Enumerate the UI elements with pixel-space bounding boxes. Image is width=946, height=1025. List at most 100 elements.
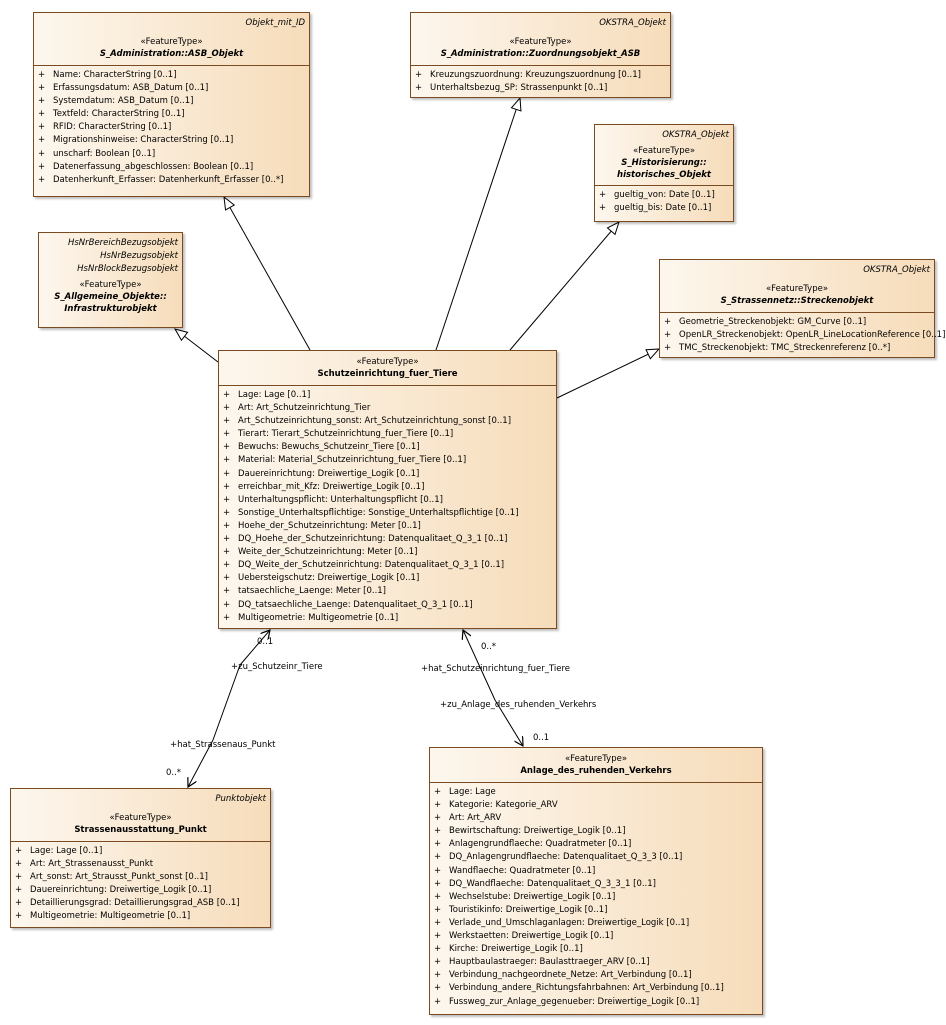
generalization-zuordnung xyxy=(435,98,520,351)
attribute-row: +DQ_Hoehe_der_Schutzeinrichtung: Datenqu… xyxy=(223,534,508,545)
assoc-anlage-role-top: +hat_Schutzeinrichtung_fuer_Tiere xyxy=(421,664,570,674)
generalization-historisch xyxy=(509,222,619,351)
generalization-infrastruktur xyxy=(175,329,219,363)
attribute-row: +Multigeometrie: Multigeometrie [0..1] xyxy=(15,911,191,922)
attribute-row: +Systemdatum: ASB_Datum [0..1] xyxy=(38,96,194,107)
class-stereotype: «FeatureType» xyxy=(765,284,829,294)
assoc-anlage-mult-top: 0..* xyxy=(481,642,497,652)
class-tag: HsNrBezugsobjekt xyxy=(100,251,178,261)
class-tag: OKSTRA_Objekt xyxy=(662,130,729,140)
attribute-row: +Art: Art_Strassenausst_Punkt xyxy=(15,859,154,870)
class-name: Anlage_des_ruhenden_Verkehrs xyxy=(520,766,672,776)
attribute-list: +Geometrie_Streckenobjekt: GM_Curve [0..… xyxy=(660,313,946,358)
attribute-row: +Dauereinrichtung: Dreiwertige_Logik [0.… xyxy=(223,468,420,479)
attribute-row: +Tierart: Tierart_Schutzeinrichtung_fuer… xyxy=(223,429,454,440)
attribute-row: +Verlade_und_Umschlaganlagen: Dreiwertig… xyxy=(434,917,690,928)
attribute-row: +Art: Art_ARV xyxy=(434,813,502,824)
attribute-row: +Migrationshinweise: CharacterString [0.… xyxy=(38,135,234,146)
attribute-row: +Kategorie: Kategorie_ARV xyxy=(434,800,558,811)
attribute-row: +Erfassungsdatum: ASB_Datum [0..1] xyxy=(38,83,209,94)
attribute-row: +Unterhaltsbezug_SP: Strassenpunkt [0..1… xyxy=(415,83,608,94)
class-name: S_Administration::Zuordnungsobjekt_ASB xyxy=(440,49,641,59)
attribute-row: +OpenLR_Streckenobjekt: OpenLR_LineLocat… xyxy=(664,330,946,341)
class-name: S_Administration::ASB_Objekt xyxy=(99,49,244,59)
attribute-row: +Name: CharacterString [0..1] xyxy=(38,70,177,80)
class-strassenausstattung-punkt[interactable]: Punktobjekt «FeatureType» Strassenaussta… xyxy=(10,788,271,928)
attribute-list: +Lage: Lage [0..1] +Art: Art_Strassenaus… xyxy=(11,842,270,927)
attribute-row: +gueltig_von: Date [0..1] xyxy=(599,190,715,200)
class-tag: Objekt_mit_ID xyxy=(245,18,305,28)
assoc-punkt-end-top xyxy=(239,630,270,666)
attribute-row: +TMC_Streckenobjekt: TMC_Streckenreferen… xyxy=(664,343,891,354)
class-name-line-1: S_Allgemeine_Objekte:: xyxy=(54,292,167,302)
attribute-row: +Bewirtschaftung: Dreiwertige_Logik [0..… xyxy=(434,826,626,837)
attribute-row: +DQ_tatsaechliche_Laenge: Datenqualitaet… xyxy=(223,599,473,610)
class-stereotype: «FeatureType» xyxy=(509,37,572,47)
class-anlage-des-ruhenden-verkehrs[interactable]: «FeatureType» Anlage_des_ruhenden_Verkeh… xyxy=(429,747,763,1015)
assoc-punkt-mult-top: 0..1 xyxy=(257,637,274,647)
attribute-row: +Weite_der_Schutzeinrichtung: Meter [0..… xyxy=(223,547,418,558)
class-name: Strassenausstattung_Punkt xyxy=(74,825,207,835)
attribute-row: +Detaillierungsgrad: Detaillierungsgrad_… xyxy=(15,898,240,909)
attribute-row: +DQ_Wandflaeche: Datenqualitaet_Q_3_3_1 … xyxy=(434,878,656,889)
attribute-row: +Wechselstube: Dreiwertige_Logik [0..1] xyxy=(434,891,616,902)
attribute-row: +Verbindung_andere_Richtungsfahrbahnen: … xyxy=(434,983,724,994)
class-stereotype: «FeatureType» xyxy=(109,813,172,823)
class-stereotype: «FeatureType» xyxy=(79,280,142,290)
class-stereotype: «FeatureType» xyxy=(632,146,696,156)
class-tag: HsNrBereichBezugsobjekt xyxy=(67,238,178,248)
attribute-row: +Unterhaltungspflicht: Unterhaltungspfli… xyxy=(223,494,443,505)
attribute-row: +Sonstige_Unterhaltspflichtige: Sonstige… xyxy=(223,507,519,518)
class-name: Schutzeinrichtung_fuer_Tiere xyxy=(317,369,458,379)
assoc-anlage-end-top xyxy=(463,630,496,701)
class-zuordnungsobjekt-asb[interactable]: OKSTRA_Objekt «FeatureType» S_Administra… xyxy=(410,12,671,98)
class-stereotype: «FeatureType» xyxy=(356,357,419,367)
class-name: S_Strassennetz::Streckenobjekt xyxy=(720,296,874,306)
attribute-row: +erreichbar_mit_Kfz: Dreiwertige_Logik [… xyxy=(223,481,425,492)
class-name-line-2: historisches_Objekt xyxy=(617,170,711,180)
attribute-row: +Kirche: Dreiwertige_Logik [0..1] xyxy=(434,944,583,955)
class-streckenobjekt[interactable]: OKSTRA_Objekt «FeatureType» S_Strassenne… xyxy=(659,259,946,358)
attribute-row: +Lage: Lage [0..1] xyxy=(15,846,103,856)
generalization-asb xyxy=(224,197,311,351)
class-tag: Punktobjekt xyxy=(215,794,266,804)
class-tag: OKSTRA_Objekt xyxy=(599,18,666,28)
attribute-row: +Verbindung_nachgeordnete_Netze: Art_Ver… xyxy=(434,970,692,981)
assoc-punkt-mult-bottom: 0..* xyxy=(166,768,182,778)
attribute-list: +Lage: Lage [0..1] +Art: Art_Schutzeinri… xyxy=(219,386,556,628)
attribute-list: +Name: CharacterString [0..1] +Erfassung… xyxy=(34,66,309,190)
attribute-row: +Datenherkunft_Erfasser: Datenherkunft_E… xyxy=(38,174,284,185)
attribute-row: +Art_sonst: Art_Strausst_Punkt_sonst [0.… xyxy=(15,872,208,883)
attribute-row: +Lage: Lage [0..1] xyxy=(223,390,311,400)
attribute-row: +Material: Material_Schutzeinrichtung_fu… xyxy=(223,455,467,466)
class-tag: HsNrBlockBezugsobjekt xyxy=(77,264,178,274)
attribute-row: +Wandflaeche: Quadratmeter [0..1] xyxy=(434,865,596,876)
attribute-row: +Uebersteigschutz: Dreiwertige_Logik [0.… xyxy=(223,573,420,584)
class-name-line-1: S_Historisierung:: xyxy=(621,158,707,168)
class-name-line-2: Infrastrukturobjekt xyxy=(64,304,157,314)
attribute-row: +unscharf: Boolean [0..1] xyxy=(38,148,156,159)
attribute-list: +gueltig_von: Date [0..1] +gueltig_bis: … xyxy=(595,186,733,218)
attribute-row: +Textfeld: CharacterString [0..1] xyxy=(38,109,185,120)
attribute-row: +gueltig_bis: Date [0..1] xyxy=(599,203,712,214)
attribute-row: +Art: Art_Schutzeinrichtung_Tier xyxy=(223,403,371,414)
attribute-row: +Geometrie_Streckenobjekt: GM_Curve [0..… xyxy=(664,317,867,327)
attribute-row: +Dauereinrichtung: Dreiwertige_Logik [0.… xyxy=(15,885,212,896)
attribute-row: +tatsaechliche_Laenge: Meter [0..1] xyxy=(223,586,386,597)
class-historisches-objekt[interactable]: OKSTRA_Objekt «FeatureType» S_Historisie… xyxy=(594,124,734,222)
attribute-list: +Kreuzungszuordnung: Kreuzungszuordnung … xyxy=(411,66,670,98)
attribute-row: +Anlagengrundflaeche: Quadratmeter [0..1… xyxy=(434,839,632,850)
assoc-punkt-role-top: +zu_Schutzeinr_Tiere xyxy=(231,662,323,672)
class-asb-objekt[interactable]: Objekt_mit_ID «FeatureType» S_Administra… xyxy=(33,12,310,197)
attribute-row: +Hoehe_der_Schutzeinrichtung: Meter [0..… xyxy=(223,520,421,531)
attribute-row: +DQ_Anlagengrundflaeche: Datenqualitaet_… xyxy=(434,852,683,863)
class-stereotype: «FeatureType» xyxy=(140,37,203,47)
assoc-anlage-end-bottom xyxy=(494,699,523,746)
assoc-anlage-mult-bottom: 0..1 xyxy=(533,733,550,743)
attribute-row: +RFID: CharacterString [0..1] xyxy=(38,122,172,133)
assoc-punkt-role-bottom: +hat_Strassenaus_Punkt xyxy=(170,740,276,750)
attribute-row: +Hauptbaulastraeger: Baulasttraeger_ARV … xyxy=(434,957,650,968)
class-schutzeinrichtung-fuer-tiere[interactable]: «FeatureType» Schutzeinrichtung_fuer_Tie… xyxy=(218,350,557,629)
class-infrastrukturobjekt[interactable]: HsNrBereichBezugsobjekt HsNrBezugsobjekt… xyxy=(38,232,183,328)
